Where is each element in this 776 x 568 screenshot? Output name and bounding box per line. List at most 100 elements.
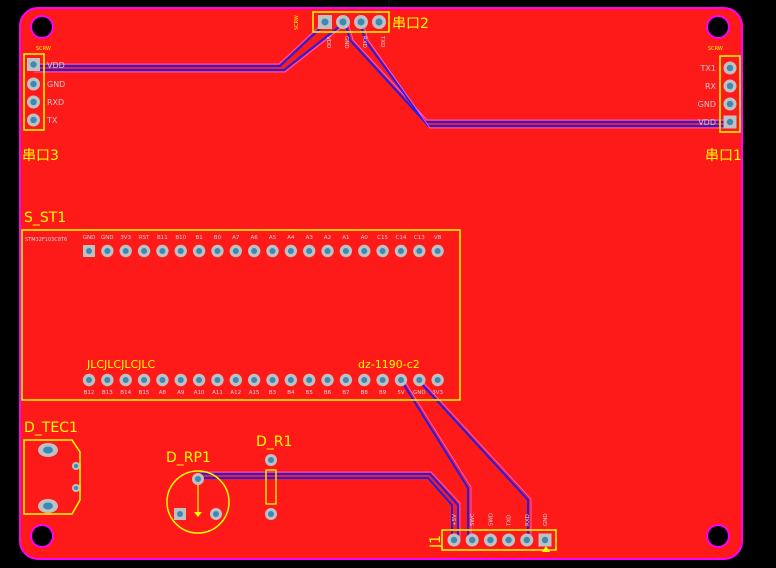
- mcu-top-pin-hole-18: [416, 248, 423, 254]
- connector-j3[interactable]: SCRW VDD GND RXD TX 串口3: [22, 46, 65, 164]
- mcu-bottom-pin-label-15: B8: [361, 390, 369, 396]
- mcu-bottom-pin-label-9: A15: [249, 390, 260, 396]
- j4-hole-5: [541, 536, 549, 544]
- mcu-top-pin-hole-9: [251, 248, 258, 254]
- mcu-top-pin-label-3: RST: [139, 235, 150, 241]
- mcu-top-pin-hole-15: [361, 248, 368, 254]
- mcu-bottom-pin-hole-3: [141, 377, 148, 383]
- mcu-bottom-pin-label-16: B9: [379, 390, 387, 396]
- mcu-bottom-pin-hole-19: [434, 377, 441, 383]
- mcu-top-pin-hole-1: [104, 248, 111, 254]
- mcu-bottom-pin-label-8: A12: [230, 390, 241, 396]
- mcu-bottom-pin-label-0: B12: [84, 390, 95, 396]
- j4-pin-label-0: +5V: [452, 514, 458, 526]
- mcu-bottom-pin-label-11: B4: [287, 390, 295, 396]
- mcu-top-pin-label-9: A6: [251, 235, 259, 241]
- mcu-footer-right: dz-1190-c2: [358, 358, 420, 371]
- j3-pin-2-label: GND: [47, 80, 65, 89]
- mcu-footer-left: JLCJLCJLCJLC: [86, 358, 156, 371]
- tracks-layer: [34, 19, 730, 540]
- j3-pin-4-label: TX: [46, 116, 58, 125]
- mcu-bottom-pin-hole-2: [122, 377, 129, 383]
- j1-pin-2-label: RX: [705, 82, 717, 91]
- j4-hole-1: [469, 536, 476, 544]
- component-d-rp1[interactable]: D_RP1: [166, 450, 230, 534]
- mcu-bottom-pin-hole-5: [177, 377, 184, 383]
- j4-hole-2: [487, 536, 494, 544]
- mcu-top-pin-hole-2: [122, 248, 129, 254]
- mcu-bottom-pin-label-10: B3: [269, 390, 277, 396]
- j2-pin-4-label: TXD: [379, 35, 385, 47]
- mcu-top-pin-label-6: B1: [195, 235, 202, 241]
- mcu-bottom-pin-label-13: B6: [324, 390, 332, 396]
- mcu-top-pin-label-1: GND: [101, 235, 114, 241]
- mcu-top-pin-label-15: A0: [361, 235, 369, 241]
- j4-pin-label-4: RXD: [525, 514, 531, 526]
- j2-pin-2-label: GND: [343, 36, 349, 49]
- j2-pin-3-label: RXD: [361, 36, 367, 48]
- j1-package: SCRW: [708, 46, 723, 52]
- mcu-top-pin-hole-7: [214, 248, 221, 254]
- mcu-bottom-pin-hole-0: [86, 377, 92, 383]
- mcu-bottom-pin-hole-18: [416, 377, 423, 383]
- j2-package: SCRW: [294, 15, 300, 30]
- j1-designator: 串口1: [705, 148, 742, 164]
- mcu-bottom-pin-label-17: 5V: [397, 390, 404, 396]
- mcu-top-pin-hole-8: [232, 248, 239, 254]
- mcu-top-pin-label-0: GND: [83, 235, 96, 241]
- mcu-bottom-pin-label-1: B13: [102, 390, 113, 396]
- mcu-top-pin-label-11: A4: [287, 235, 295, 241]
- mcu-bottom-pin-label-18: GND: [413, 390, 426, 396]
- j4-hole-3: [505, 536, 512, 544]
- connector-j2[interactable]: 串口2 SCRW VDD GND RXD TXD: [294, 11, 429, 49]
- mcu-bottom-pin-hole-4: [159, 377, 166, 383]
- mcu-top-pin-hole-13: [324, 248, 331, 254]
- j2-designator: 串口2: [392, 16, 429, 32]
- mcu-bottom-pin-label-6: A10: [194, 390, 205, 396]
- mcu-header-label: STM32F103C8T6: [25, 237, 67, 243]
- mcu-top-pin-hole-6: [196, 248, 203, 254]
- board-outline: [19, 7, 743, 560]
- j2-pin-1-label: VDD: [325, 36, 331, 48]
- component-d-r1[interactable]: D_R1: [256, 434, 292, 520]
- j4-hole-0: [450, 536, 458, 544]
- mcu-bottom-pin-label-14: B7: [342, 390, 350, 396]
- j4-pin-label-2: SWD: [488, 513, 494, 526]
- mcu-top-pin-hole-10: [269, 248, 276, 254]
- mcu-bottom-pin-hole-6: [196, 377, 203, 383]
- mcu-top-pin-label-17: C14: [396, 235, 407, 241]
- mcu-top-pin-hole-4: [159, 248, 166, 254]
- mcu-top-pin-label-5: B10: [175, 235, 186, 241]
- mcu-top-pin-label-7: B0: [214, 235, 222, 241]
- tec-designator: D_TEC1: [24, 420, 78, 436]
- mcu-bottom-pin-hole-9: [251, 377, 258, 383]
- component-d-tec1[interactable]: D_TEC1: [23, 420, 81, 515]
- mcu-bottom-pin-label-12: B5: [306, 390, 314, 396]
- j4-hole-4: [523, 536, 530, 544]
- mcu-module[interactable]: S_ST1 STM32F103C8T6 JLCJLCJLCJLC dz-1190…: [21, 210, 461, 401]
- mcu-bottom-pin-hole-15: [361, 377, 368, 383]
- connector-j1[interactable]: SCRW TX1 RX GND VDD 串口1: [698, 46, 742, 164]
- j3-designator: 串口3: [22, 148, 59, 164]
- mcu-top-pin-hole-3: [141, 248, 148, 254]
- mcu-top-pin-label-18: C13: [414, 235, 425, 241]
- j1-pin-3-label: GND: [698, 100, 716, 109]
- j3-pin-3-label: RXD: [47, 98, 64, 107]
- mcu-top-pin-hole-16: [379, 248, 386, 254]
- j4-designator: J1: [428, 535, 444, 549]
- mcu-bottom-pin-hole-16: [379, 377, 386, 383]
- mcu-bottom-pin-hole-1: [104, 377, 111, 383]
- mcu-bottom-pin-hole-14: [342, 377, 349, 383]
- mcu-bottom-pin-label-3: B15: [139, 390, 150, 396]
- j1-pin-1-label: TX1: [700, 64, 716, 73]
- j4-pin-label-1: SWC: [470, 513, 476, 526]
- mcu-top-pin-hole-5: [177, 248, 184, 254]
- mcu-top-pin-label-2: 3V3: [120, 235, 131, 241]
- mcu-top-pin-hole-11: [287, 248, 294, 254]
- mcu-bottom-pin-label-2: B14: [120, 390, 131, 396]
